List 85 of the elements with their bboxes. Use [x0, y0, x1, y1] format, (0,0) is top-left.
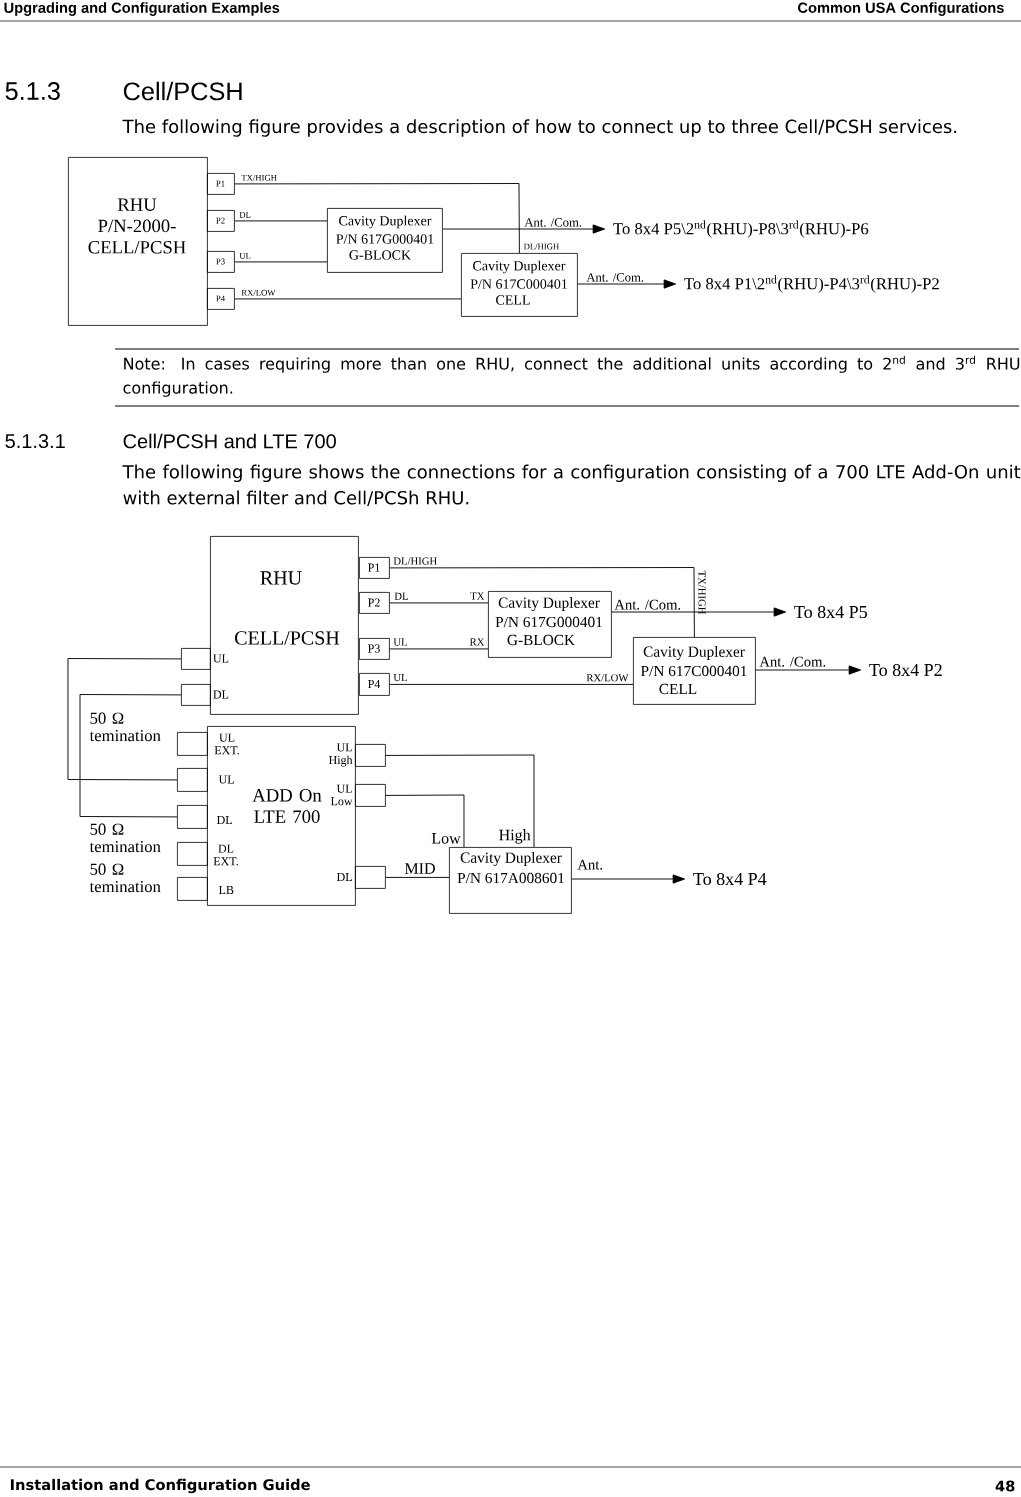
port-label: RX/LOW — [586, 674, 629, 682]
connector-line — [234, 261, 328, 263]
arrow — [442, 224, 606, 234]
port-label: LB — [218, 886, 234, 894]
edge-label: Ant. /Com. — [613, 598, 683, 611]
edge-label: DL — [393, 591, 410, 601]
port-box: P4 — [207, 288, 235, 310]
duplexer-box: Cavity Duplexer P/N 617G000401 G-BLOCK — [488, 591, 612, 658]
port-box: P1 — [359, 557, 390, 579]
edge-label: UL — [392, 637, 409, 647]
note-text: Note: In cases requiring more than one RHU, connect the additional units according to 2$^{nd}$ and 3$^{rd}$ RHU configuration. — [123, 355, 1020, 397]
section-heading: Cell/PCSH and LTE 700 — [123, 433, 336, 449]
port-box: P3 — [359, 638, 390, 660]
edge-label: Ant. /Com. — [523, 217, 584, 228]
destination-label: To 8x4 P1\2$^{nd}$(RHU)-P4\3$^{rd}$(RHU)-P2 — [684, 275, 939, 293]
destination-label: To 8x4 P2 — [869, 663, 942, 677]
connector-line — [385, 794, 465, 848]
header-text: Upgrading and Configuration Examples — [4, 2, 280, 16]
section-heading: Cell/PCSH — [123, 81, 242, 101]
port-box: P3 — [207, 251, 235, 273]
arrow — [755, 665, 862, 675]
port-label: DL — [336, 873, 352, 881]
arrow — [611, 607, 787, 617]
port-label: DL — [213, 690, 229, 699]
edge-label: TX/HIGH — [240, 173, 278, 182]
edge-label: DL/HIGH — [392, 556, 439, 566]
edge-label: Ant. /Com. — [585, 272, 646, 283]
duplexer-box: Cavity Duplexer P/N 617C000401 CELL — [461, 253, 578, 317]
termination-label: 50 Ω temination — [89, 823, 161, 853]
section-number: 5.1.3 — [5, 82, 60, 100]
edge-label: UL — [238, 251, 252, 260]
connector-line — [385, 876, 450, 878]
header-text: Common USA Configurations — [798, 2, 1004, 16]
paragraph: The following figure provides a description of how to connect up to three Cell/PCSH services. — [122, 119, 957, 137]
edge-label: UL — [392, 673, 409, 683]
destination-label: To 8x4 P4 — [693, 872, 767, 886]
port-box — [177, 877, 208, 901]
connector-line — [79, 694, 182, 818]
connector-line — [389, 683, 634, 685]
connector-line — [67, 658, 182, 781]
edge-label: DL — [238, 210, 252, 219]
connector-line — [234, 220, 328, 222]
port-label: DL — [216, 816, 232, 824]
connector-line — [389, 602, 489, 604]
duplexer-box: Cavity Duplexer P/N 617A008601 — [449, 847, 572, 914]
edge-label: Ant. — [576, 858, 605, 871]
footer-text: Installation and Configuration Guide — [10, 1478, 310, 1494]
destination-label: To 8x4 P5\2$^{nd}$(RHU)-P8\3$^{rd}$(RHU)-P6 — [613, 220, 869, 238]
port-box — [177, 805, 208, 829]
connector-line — [385, 754, 535, 848]
port-label: UL High — [328, 743, 353, 767]
port-box: P2 — [207, 210, 235, 232]
port-label: UL — [213, 654, 229, 663]
port-label: RX — [469, 638, 485, 646]
connector-line — [389, 567, 695, 638]
termination-label: 50 Ω temination — [89, 863, 161, 893]
connector-line — [389, 648, 489, 650]
port-label: DL EXT. — [213, 844, 238, 866]
edge-label: MID — [403, 862, 437, 875]
edge-label: RX/LOW — [240, 288, 277, 297]
port-box — [177, 768, 208, 792]
port-label: UL Low — [330, 784, 353, 806]
port-label: TX — [470, 592, 485, 600]
port-box: P4 — [359, 673, 390, 696]
port-label: DL/HIGH — [523, 243, 559, 250]
port-box: P1 — [207, 173, 235, 195]
edge-label: Ant. /Com. — [758, 655, 828, 668]
destination-label: To 8x4 P5 — [794, 605, 867, 619]
arrow — [571, 874, 686, 884]
duplexer-box: Cavity Duplexer P/N 617C000401 CELL — [633, 637, 756, 705]
duplexer-box: Cavity Duplexer P/N 617G000401 G-BLOCK — [327, 208, 443, 273]
section-number: 5.1.3.1 — [5, 433, 65, 449]
port-box: P2 — [359, 592, 390, 614]
port-label: TX/HIGH — [698, 570, 706, 615]
termination-label: 50 Ω temination — [89, 712, 161, 742]
paragraph: The following figure shows the connections for a configuration consisting of a 700 LTE Add-On unit with external filter and Cell/PCSh RHU. — [122, 464, 1021, 506]
connector-line — [234, 183, 520, 254]
rhu-unit-box: RHU P/N-2000-CELL/PCSH — [68, 157, 208, 326]
edge-label: High — [497, 828, 532, 845]
edge-label: Low — [430, 832, 462, 845]
port-label: UL — [218, 775, 234, 784]
arrow — [577, 279, 677, 289]
port-label: UL EXT. — [214, 733, 239, 755]
page-number: 48 — [995, 1480, 1015, 1492]
connector-line — [234, 298, 462, 300]
